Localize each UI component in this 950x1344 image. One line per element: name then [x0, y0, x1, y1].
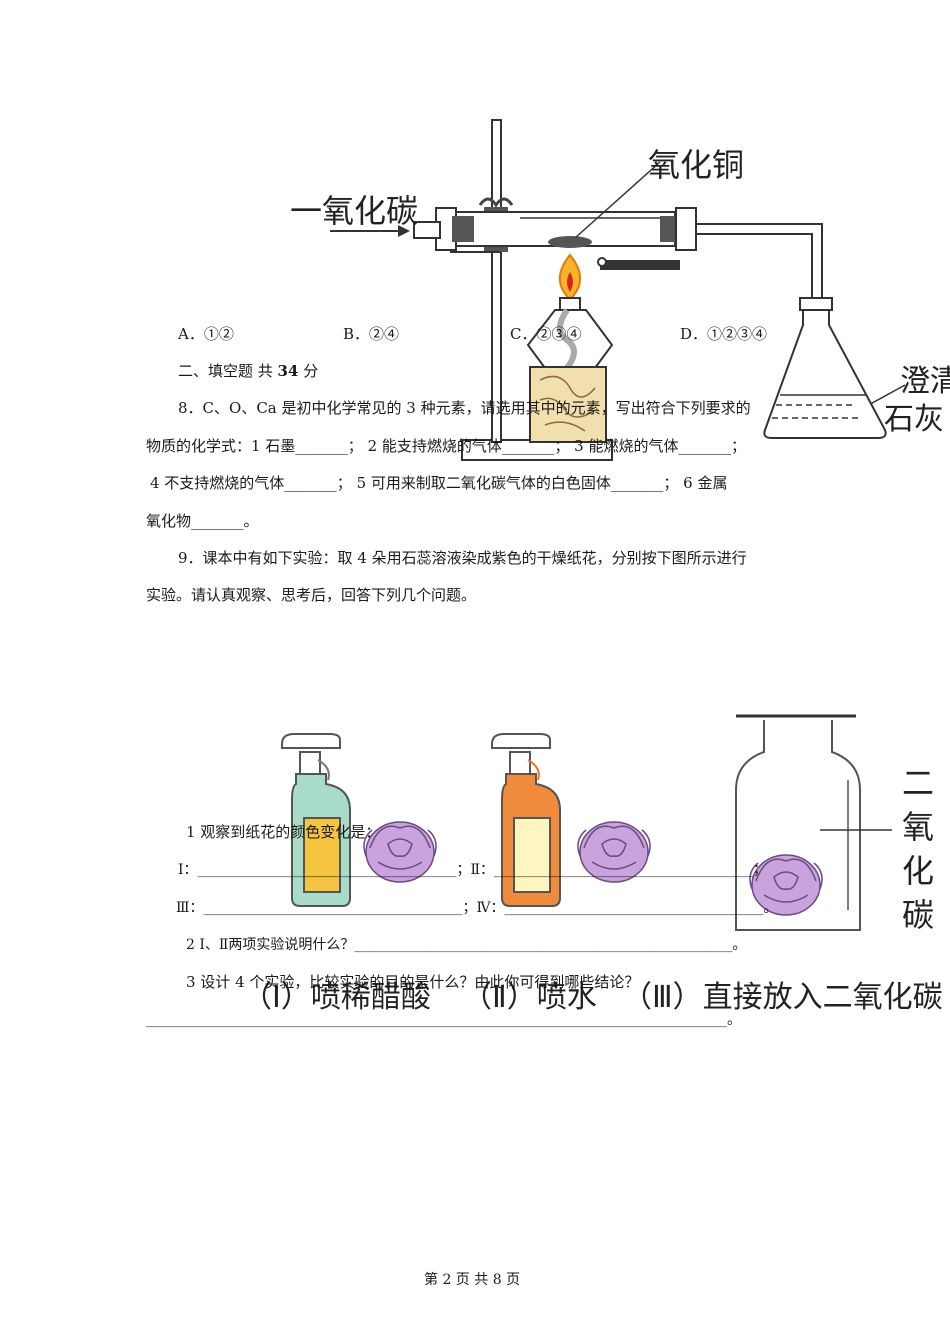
- q9-sub-2: 2 Ⅰ、Ⅱ两项实验说明什么？__________________________…: [186, 937, 747, 953]
- stand-pole: [491, 119, 502, 443]
- right-stopper: [675, 207, 697, 251]
- co2-label-char-3: 化: [902, 852, 935, 890]
- q9-row-1: Ⅰ：_____________________________________；…: [178, 862, 768, 878]
- caption-vinegar: （Ⅰ）喷稀醋酸: [242, 980, 431, 1015]
- apparatus-drawing: [330, 119, 906, 461]
- label-carbon-monoxide: 一氧化碳: [290, 192, 419, 230]
- co2-label-char-2: 氧: [902, 808, 935, 846]
- label-copper-oxide: 氧化铜: [648, 146, 745, 184]
- label-limewater-1: 澄清: [900, 364, 950, 399]
- q9-sub-3: 3 设计 4 个实验，比较实验的目的是什么？由此你可得到哪些结论？: [186, 973, 640, 991]
- copper-oxide-powder: [548, 236, 592, 248]
- q8-line-1: 8．C、O、Ca 是初中化学常见的 3 种元素，请选用其中的元素，写出符合下列要…: [178, 399, 751, 417]
- q8-line-4: 氧化物_______。: [146, 512, 259, 530]
- q8-line-2: 物质的化学式：1 石墨_______； 2 能支持燃烧的气体_______； 3…: [146, 437, 746, 455]
- option-b: B．②④: [343, 325, 400, 343]
- option-c: C．②③④: [510, 325, 582, 343]
- caption-co2: （Ⅲ）直接放入二氧化碳: [622, 980, 943, 1015]
- flower-experiment-drawing: [281, 714, 892, 931]
- q8-line-3: 4 不支持燃烧的气体_______； 5 可用来制取二氧化碳气体的白色固体___…: [150, 474, 728, 492]
- caption-water: （Ⅱ）喷水: [462, 980, 597, 1015]
- section-score: 34: [277, 362, 299, 380]
- section-heading-suffix: 分: [298, 362, 319, 380]
- flower-experiment-figure: 二 氧 化 碳 （Ⅰ）喷稀醋酸 （Ⅱ）喷水 （Ⅲ）直接放入二氧化碳: [0, 700, 950, 1030]
- spray-bottle-1: [281, 733, 351, 907]
- q9-row-2: Ⅲ：_____________________________________；…: [176, 900, 778, 916]
- spray-bottle-2: [491, 733, 561, 907]
- option-d: D．①②③④: [680, 325, 768, 343]
- section-heading: 二、填空题 共 34 分: [178, 361, 318, 381]
- q9-line-2: 实验。请认真观察、思考后，回答下列几个问题。: [146, 586, 477, 604]
- q9-answer-line: ________________________________________…: [146, 1012, 741, 1028]
- conical-flask: [763, 309, 887, 439]
- co2-label-char-4: 碳: [902, 896, 935, 934]
- section-heading-prefix: 二、填空题 共: [178, 362, 278, 380]
- q9-line-1: 9．课本中有如下实验：取 4 朵用石蕊溶液染成紫色的干燥纸花，分别按下图所示进行: [178, 549, 747, 567]
- co2-label-char-1: 二: [902, 764, 935, 802]
- q9-sub-1: 1 观察到纸花的颜色变化是：: [186, 823, 381, 841]
- apparatus-figure: 一氧化碳 氧化铜 澄清 石灰: [0, 0, 950, 470]
- label-limewater-2: 石灰: [884, 402, 944, 437]
- page-footer: 第 2 页 共 8 页: [424, 1272, 521, 1288]
- option-a: A．①②: [178, 325, 234, 343]
- gas-jar: [735, 714, 892, 931]
